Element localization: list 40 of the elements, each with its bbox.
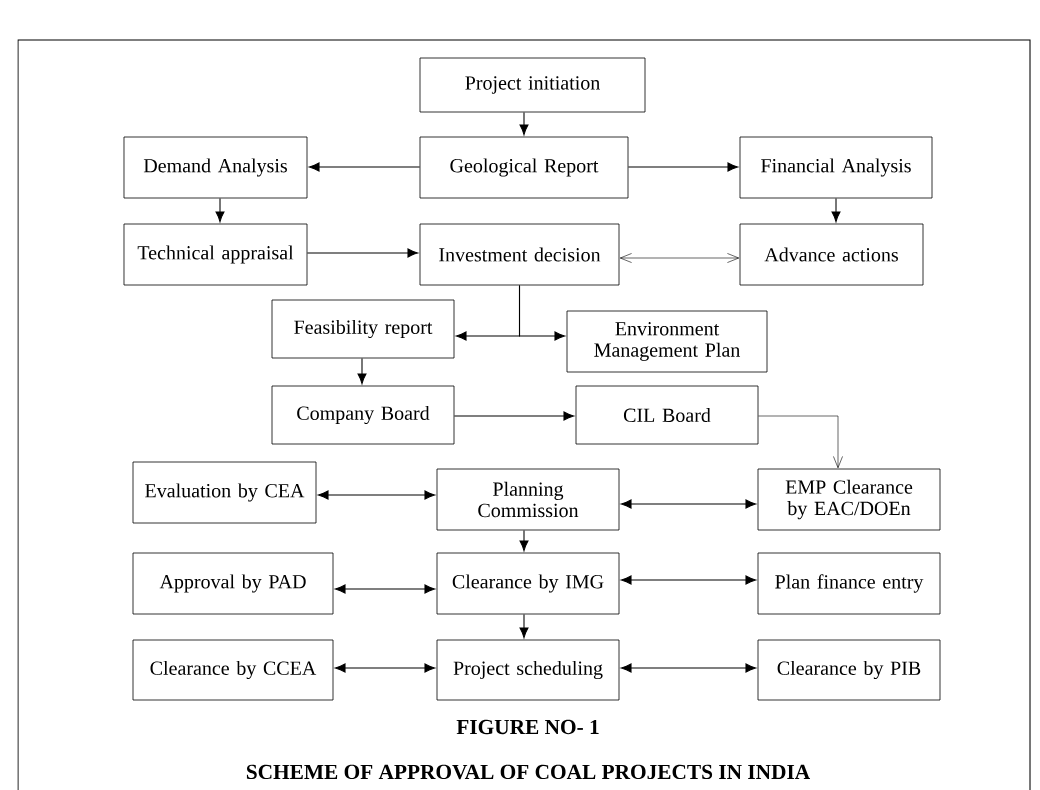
caption: SCHEME OF APPROVAL OF COAL PROJECTS IN INDIA <box>246 764 810 780</box>
arrow <box>306 248 419 258</box>
arrow <box>317 490 436 500</box>
process-box: Geological Report <box>419 136 629 199</box>
process-box: Feasibility report <box>271 299 455 359</box>
process-box: Plan finance entry <box>757 552 941 615</box>
arrow <box>308 162 421 172</box>
arrow <box>215 197 225 223</box>
arrow <box>334 663 436 673</box>
arrow <box>453 411 575 421</box>
process-box: Planning Commission <box>436 468 620 531</box>
arrow <box>627 162 739 172</box>
process-box: Demand Analysis <box>123 136 308 199</box>
process-box: Approval by PAD <box>132 552 334 615</box>
process-box: Environment Management Plan <box>566 310 768 373</box>
process-box: Clearance by CCEA <box>132 639 334 701</box>
process-box: Clearance by PIB <box>757 639 941 701</box>
process-box: Clearance by IMG <box>436 552 620 615</box>
arrow <box>620 499 757 509</box>
process-box: EMP Clearance by EAC/DOEn <box>757 468 941 531</box>
process-box: Financial Analysis <box>739 136 933 199</box>
arrow <box>620 663 757 673</box>
arrow <box>831 197 841 223</box>
arrow <box>519 529 529 552</box>
process-box: Project scheduling <box>436 639 620 701</box>
arrow <box>519 613 529 639</box>
arrow <box>620 575 757 585</box>
arrow <box>518 284 566 341</box>
arrow <box>619 253 740 263</box>
process-box: Investment decision <box>419 223 620 286</box>
process-box: Advance actions <box>739 223 924 286</box>
arrow <box>357 357 367 385</box>
process-box: Technical appraisal <box>123 223 308 286</box>
process-box: CIL Board <box>575 385 759 445</box>
arrow <box>758 415 843 469</box>
process-box: Project initiation <box>419 57 646 113</box>
process-box: Company Board <box>271 385 455 445</box>
arrow <box>334 584 436 594</box>
arrow <box>519 111 529 136</box>
process-box: Evaluation by CEA <box>132 461 317 524</box>
